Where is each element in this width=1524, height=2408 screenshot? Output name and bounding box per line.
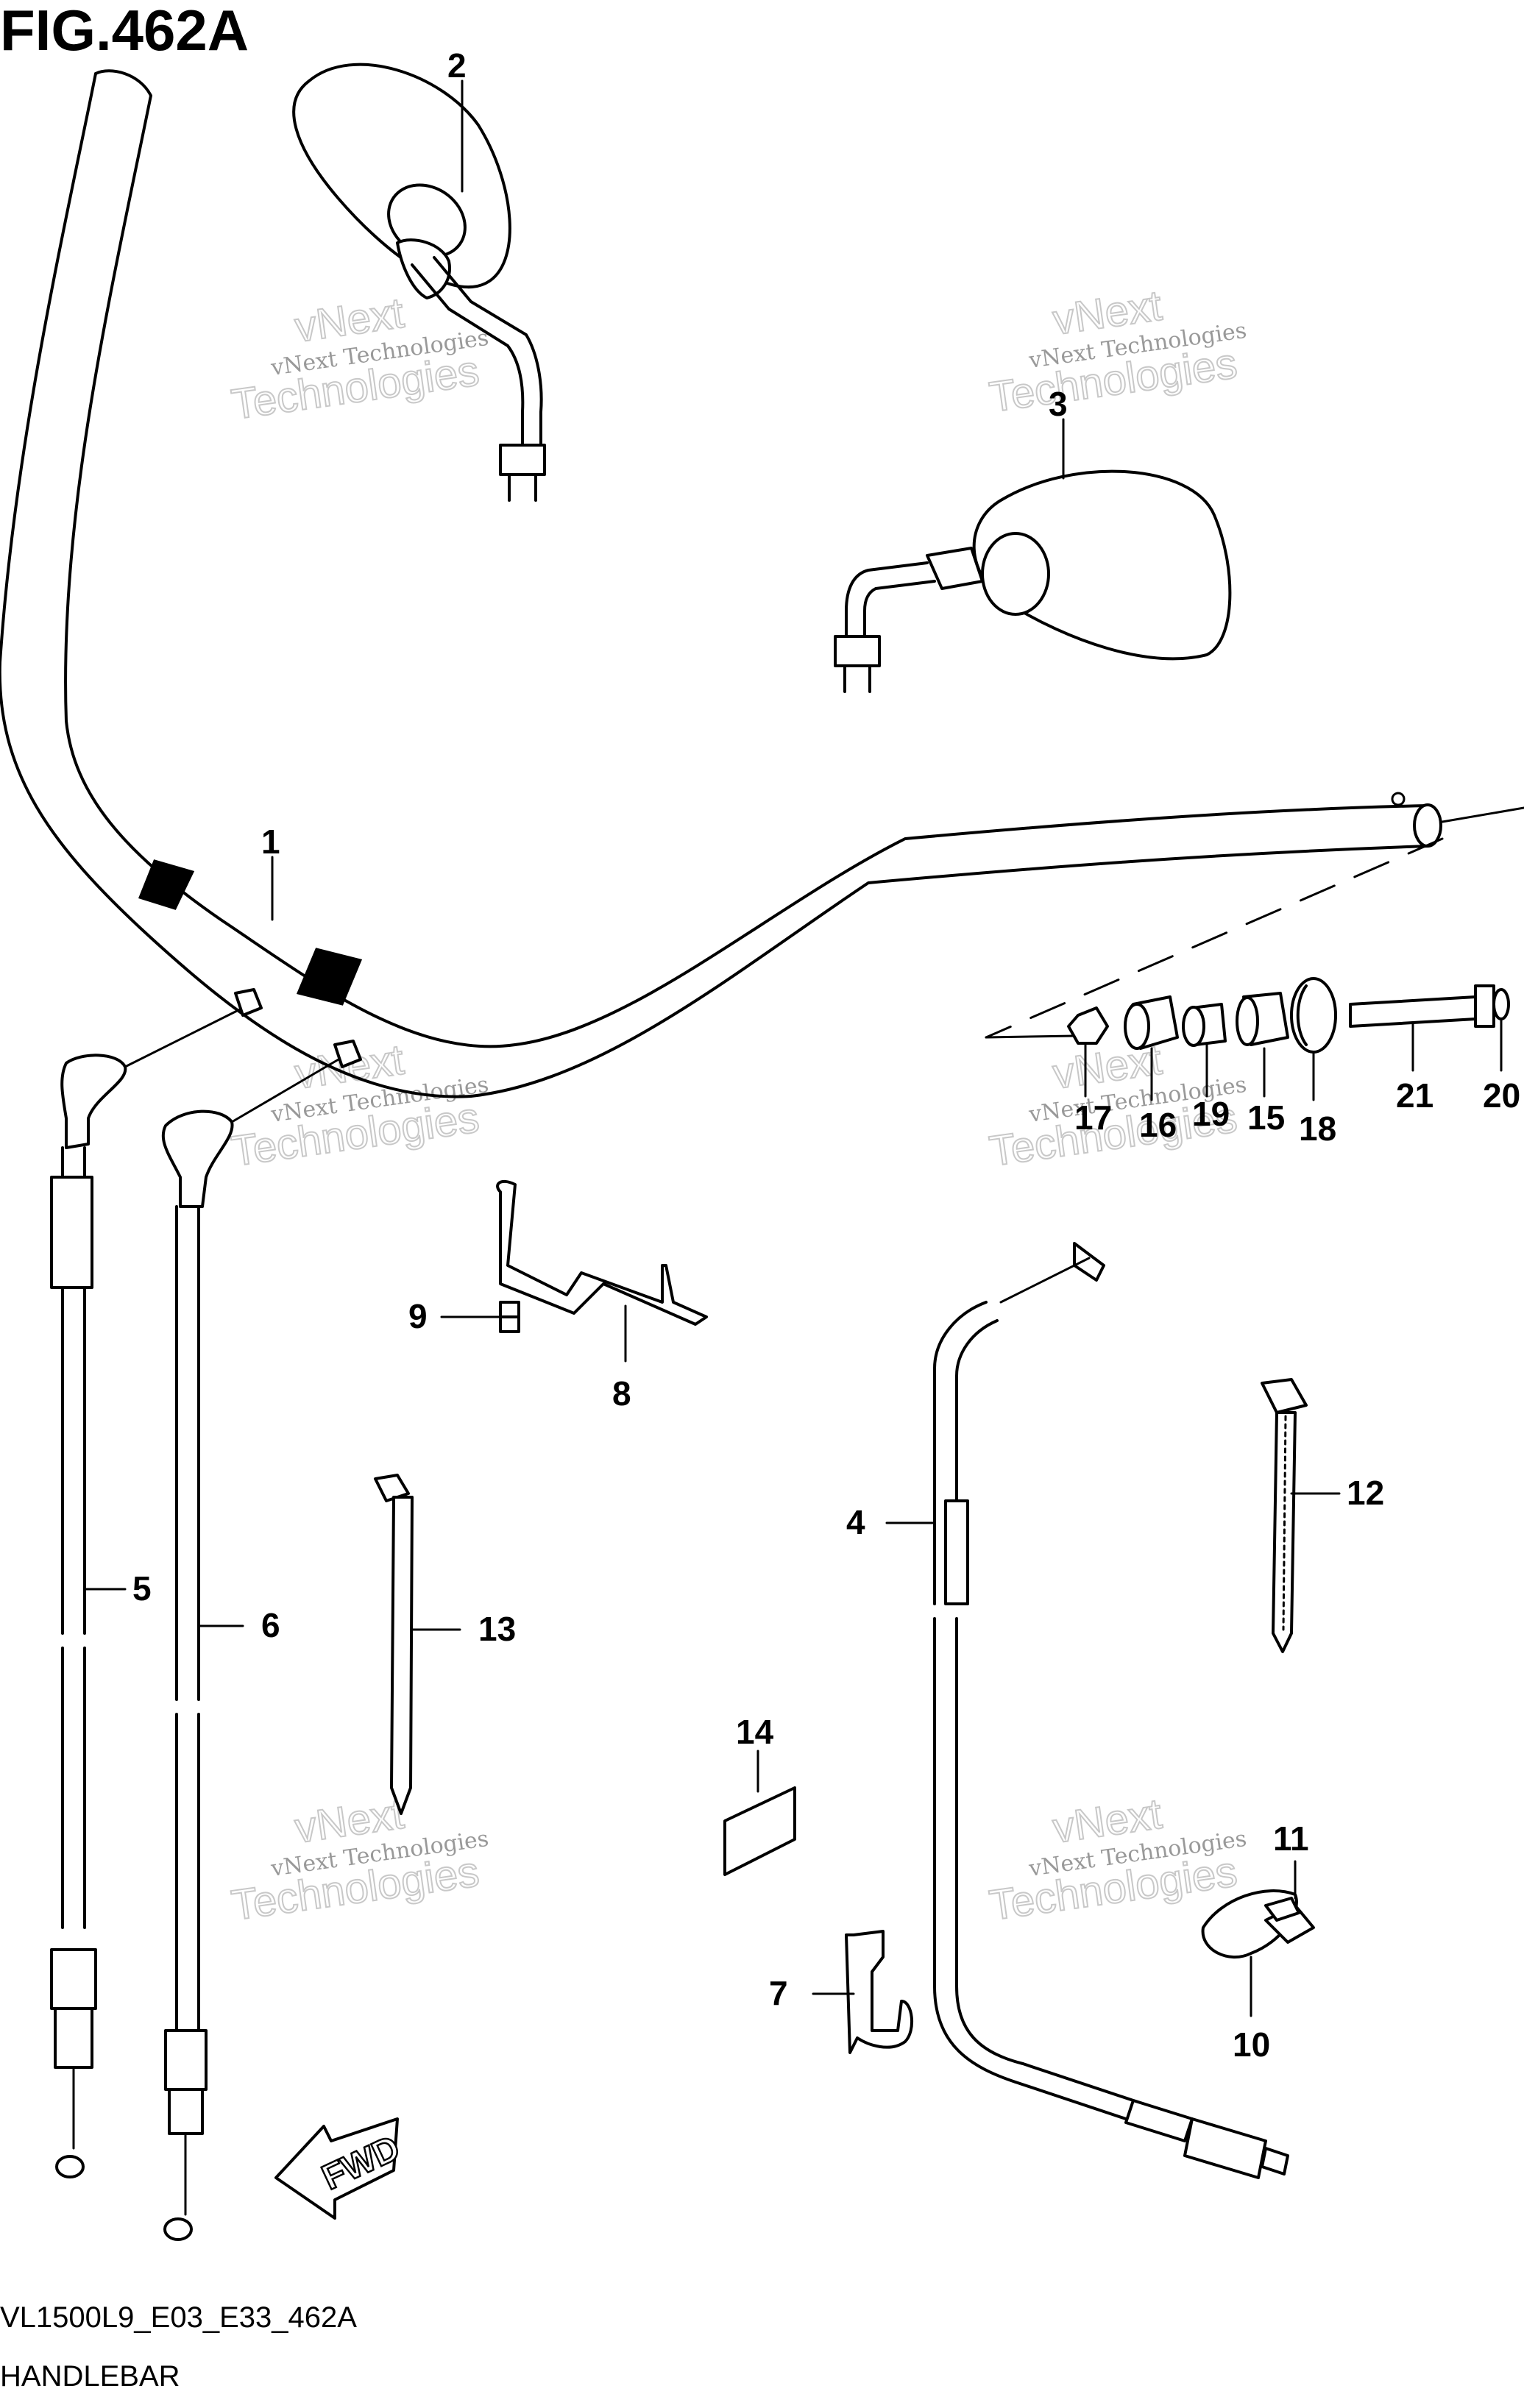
callout-12: 12 (1347, 1474, 1384, 1512)
bolt-part-11 (1264, 1897, 1300, 1922)
throttle-cable-part-5 (50, 988, 263, 2178)
callout-20: 20 (1483, 1076, 1520, 1115)
watermark-6: vNext vNext Technologies Technologies (986, 1789, 1249, 1931)
knurl-zone-2 (296, 948, 363, 1006)
clutch-cable-part-4 (933, 1242, 1289, 2179)
clamp-part-7 (845, 1930, 914, 2054)
footer-name: HANDLEBAR (0, 2360, 180, 2393)
callout-18: 18 (1299, 1109, 1336, 1148)
cable-tie-part-13 (374, 1474, 414, 1815)
mounting-hardware (985, 977, 1510, 1054)
callout-14: 14 (736, 1713, 774, 1751)
handlebar-part-1 (0, 69, 1524, 1098)
nut-part-17 (1067, 1006, 1109, 1045)
callout-19: 19 (1192, 1095, 1230, 1133)
cable-guide-part-8 (496, 1179, 708, 1333)
callout-17: 17 (1074, 1098, 1112, 1137)
figure-title: FIG.462A (0, 0, 249, 63)
bolt-part-9 (499, 1301, 520, 1318)
watermark-5: vNext vNext Technologies Technologies (228, 1789, 491, 1931)
callout-13: 13 (478, 1610, 516, 1648)
callout-15: 15 (1247, 1098, 1285, 1137)
callout-8: 8 (612, 1374, 631, 1413)
mirror-right-part-3 (834, 469, 1232, 693)
callout-6: 6 (261, 1606, 280, 1644)
callout-21: 21 (1396, 1076, 1433, 1115)
mirror-left-part-2 (292, 63, 546, 502)
callout-7: 7 (769, 1974, 788, 2012)
callout-11: 11 (1273, 1819, 1309, 1858)
callout-5: 5 (132, 1569, 152, 1608)
cable-tie-part-12 (1261, 1378, 1308, 1653)
label-part-14 (723, 1786, 796, 1876)
throttle-cable-part-6 (161, 1040, 362, 2241)
forward-direction-indicator: FWD (274, 2117, 407, 2220)
callout-1: 1 (261, 823, 280, 861)
watermark-2: vNext vNext Technologies Technologies (986, 281, 1249, 422)
watermark-1: vNext vNext Technologies Technologies (228, 288, 491, 430)
knurl-zone-1 (138, 859, 195, 910)
watermark-3: vNext vNext Technologies Technologies (228, 1035, 491, 1176)
callout-10: 10 (1233, 2025, 1270, 2064)
washer-part-20 (1492, 988, 1510, 1020)
callout-16: 16 (1139, 1106, 1177, 1144)
clamp-part-10 (1201, 1889, 1315, 1958)
callout-labels: 2 3 1 17 16 19 15 18 21 20 9 8 12 4 5 6 … (132, 46, 1520, 2064)
callout-2: 2 (447, 46, 467, 85)
callout-9: 9 (408, 1297, 428, 1335)
callout-3: 3 (1049, 385, 1068, 423)
callout-4: 4 (846, 1503, 865, 1541)
leader-lines (83, 79, 1503, 2017)
footer-code: VL1500L9_E03_E33_462A (0, 2301, 357, 2334)
